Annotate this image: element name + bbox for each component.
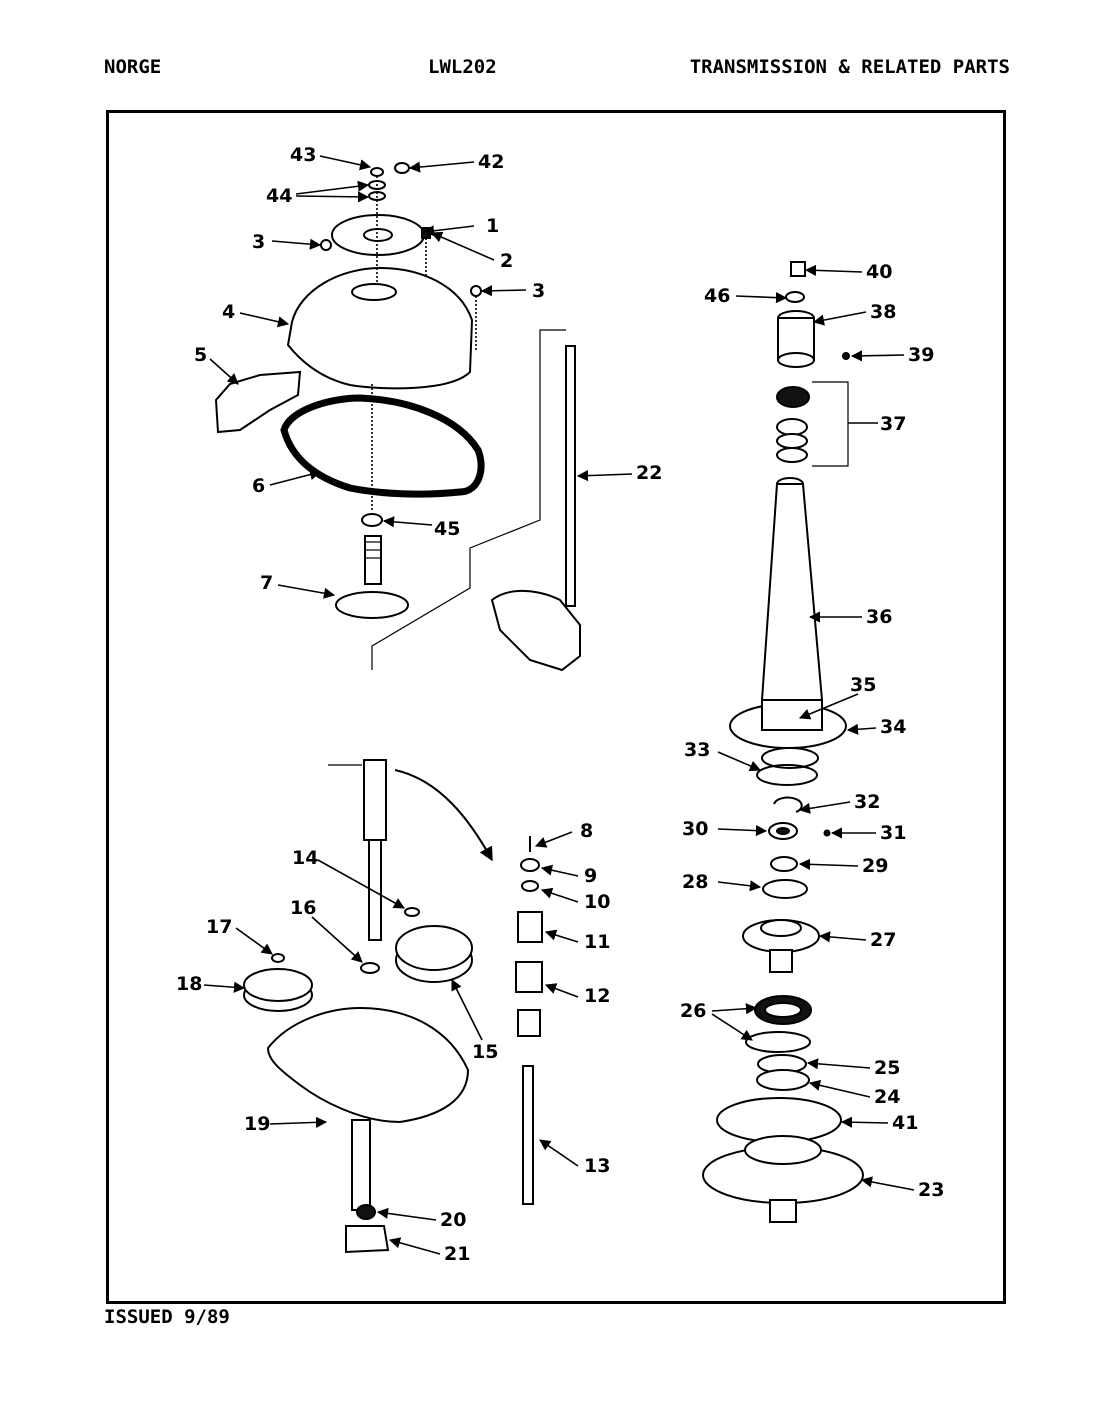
oring-28 [762, 879, 808, 899]
callout-31: 31 [880, 822, 906, 844]
callout-17: 17 [206, 916, 232, 938]
coupling-38 [777, 310, 815, 368]
callout-21: 21 [444, 1243, 470, 1265]
callout-23: 23 [918, 1179, 944, 1201]
callout-26: 26 [680, 1000, 706, 1022]
callout-32: 32 [854, 791, 880, 813]
screw-3-right [470, 285, 482, 350]
washer-17 [271, 953, 285, 963]
pinion-18 [243, 968, 313, 1012]
callout-14: 14 [292, 847, 318, 869]
callout-30: 30 [682, 818, 708, 840]
washer-14 [404, 907, 420, 917]
callout-22: 22 [636, 462, 662, 484]
cover-4 [286, 176, 474, 390]
shaft-7 [335, 384, 409, 619]
callout-8: 8 [580, 820, 593, 842]
diagram-frame [106, 110, 1006, 1304]
callout-12: 12 [584, 985, 610, 1007]
bracket-5 [214, 370, 302, 434]
callout-13: 13 [584, 1155, 610, 1177]
callout-7: 7 [260, 572, 273, 594]
callout-35: 35 [850, 674, 876, 696]
lever-22 [371, 329, 581, 672]
gear-11 [517, 911, 543, 943]
callout-29: 29 [862, 855, 888, 877]
callout-9: 9 [584, 865, 597, 887]
callout-numbers: 43 42 44 1 3 2 3 4 5 6 45 7 22 40 46 38 … [176, 144, 944, 1265]
housing-23 [702, 1135, 864, 1223]
callout-2: 2 [500, 250, 513, 272]
callout-5: 5 [194, 344, 207, 366]
nut-40 [790, 261, 806, 277]
diagram-title: TRANSMISSION & RELATED PARTS [689, 56, 1010, 78]
retaining-ring-32 [773, 796, 803, 813]
issued-date: ISSUED 9/89 [104, 1306, 230, 1328]
callout-42: 42 [478, 151, 504, 173]
hub-27 [742, 919, 820, 973]
cam-21 [345, 1225, 390, 1254]
callout-33: 33 [684, 739, 710, 761]
callout-18: 18 [176, 973, 202, 995]
screw-3-left [320, 239, 332, 251]
callout-45: 45 [434, 518, 460, 540]
brand-label: NORGE [104, 56, 162, 78]
washer-42 [394, 162, 410, 174]
oring-45 [361, 513, 383, 527]
callout-3-left: 3 [252, 231, 265, 253]
model-number: LWL202 [428, 56, 497, 78]
callout-43: 43 [290, 144, 316, 166]
callout-44: 44 [266, 185, 292, 207]
callout-36: 36 [866, 606, 892, 628]
bearing-24 [756, 1069, 810, 1091]
callout-40: 40 [866, 261, 892, 283]
callout-15: 15 [472, 1041, 498, 1063]
washer-9 [520, 858, 540, 872]
flange-34 [729, 699, 847, 749]
clutch-12 [515, 961, 543, 993]
spin-shaft [328, 759, 493, 941]
tube-36 [760, 477, 824, 701]
seals-26 [745, 995, 812, 1053]
bearing-20 [356, 1204, 376, 1220]
plate-1 [331, 214, 425, 256]
ball-31 [823, 829, 831, 837]
callout-25: 25 [874, 1057, 900, 1079]
shaft-13 [522, 1065, 534, 1205]
callout-28: 28 [682, 871, 708, 893]
bearing-30 [768, 822, 798, 840]
washer-46 [785, 291, 805, 303]
washer-16 [360, 962, 380, 974]
callout-34: 34 [880, 716, 906, 738]
washer-29 [770, 856, 798, 872]
callout-37: 37 [880, 413, 906, 435]
callout-46: 46 [704, 285, 730, 307]
callout-38: 38 [870, 301, 896, 323]
callout-19: 19 [244, 1113, 270, 1135]
callout-16: 16 [290, 897, 316, 919]
gasket-6 [280, 394, 485, 498]
sleeve-agitate [517, 1009, 541, 1037]
callout-41: 41 [892, 1112, 918, 1134]
callout-27: 27 [870, 929, 896, 951]
callout-6: 6 [252, 475, 265, 497]
washer-43 [370, 167, 384, 177]
gearcase-19 [266, 1006, 470, 1211]
callout-39: 39 [908, 344, 934, 366]
callout-4: 4 [222, 301, 235, 323]
washer-10 [521, 880, 539, 892]
callout-11: 11 [584, 931, 610, 953]
callout-10: 10 [584, 891, 610, 913]
callout-1: 1 [486, 215, 499, 237]
leader-lines [203, 155, 915, 1255]
callout-20: 20 [440, 1209, 466, 1231]
gear-15 [395, 925, 473, 983]
callout-24: 24 [874, 1086, 900, 1108]
seal-kit-37 [776, 381, 849, 467]
ball-39 [842, 352, 850, 360]
callout-3-right: 3 [532, 280, 545, 302]
seal-33 [756, 747, 819, 786]
